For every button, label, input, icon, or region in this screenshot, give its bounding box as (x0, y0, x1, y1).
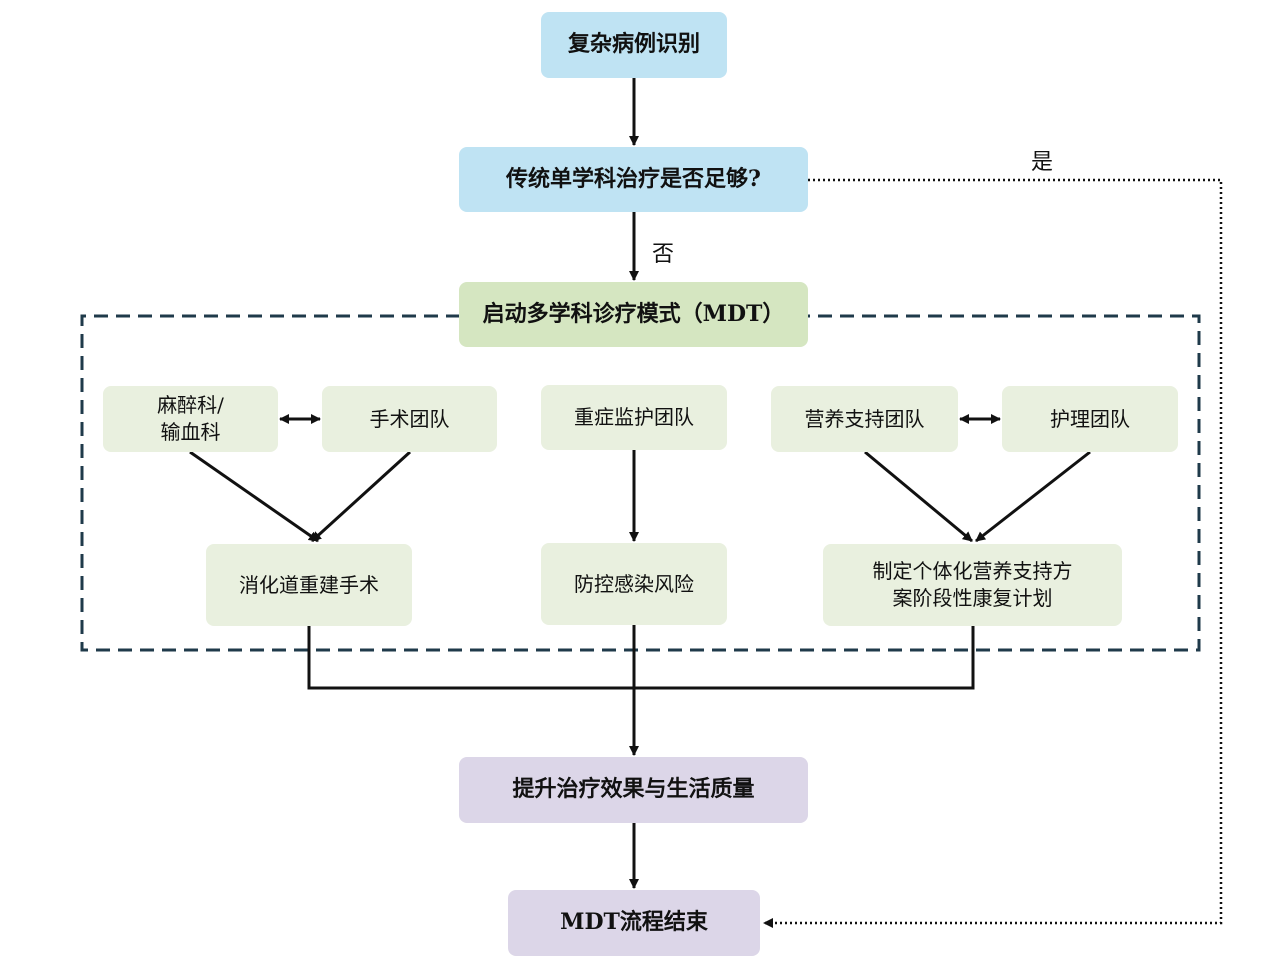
arrow-nursing-to-plan (975, 450, 1091, 543)
label-yes: 是 (1031, 150, 1054, 175)
node-mdt-start: 启动多学科诊疗模式（MDT） (459, 282, 808, 347)
node-reconstruction: 消化道重建手术 (206, 544, 412, 626)
node-icu-team: 重症监护团队 (541, 385, 727, 450)
node-identify: 复杂病例识别 (541, 12, 727, 78)
node-plan: 制定个体化营养支持方 案阶段性康复计划 (823, 544, 1122, 626)
node-anesthesia: 麻醉科/ 输血科 (103, 386, 278, 452)
node-nursing-team: 护理团队 (1002, 386, 1178, 452)
arrow-yes-to-end (763, 178, 1223, 928)
arrow-nutrition-to-plan (864, 450, 973, 543)
merge-left (307, 626, 634, 690)
label-no: 否 (652, 242, 675, 267)
node-improve: 提升治疗效果与生活质量 (459, 757, 808, 823)
mdt-frame (80, 314, 1201, 652)
node-surgery-team: 手术团队 (322, 386, 497, 452)
node-nutrition-team: 营养支持团队 (771, 386, 958, 452)
merge-right (634, 626, 975, 690)
arrow-anesthesia-to-reconstruction (189, 450, 319, 543)
arrow-surgery-to-reconstruction (310, 450, 412, 543)
node-infection: 防控感染风险 (541, 543, 727, 625)
node-end: MDT流程结束 (508, 890, 760, 956)
node-decision: 传统单学科治疗是否足够? (459, 147, 808, 212)
